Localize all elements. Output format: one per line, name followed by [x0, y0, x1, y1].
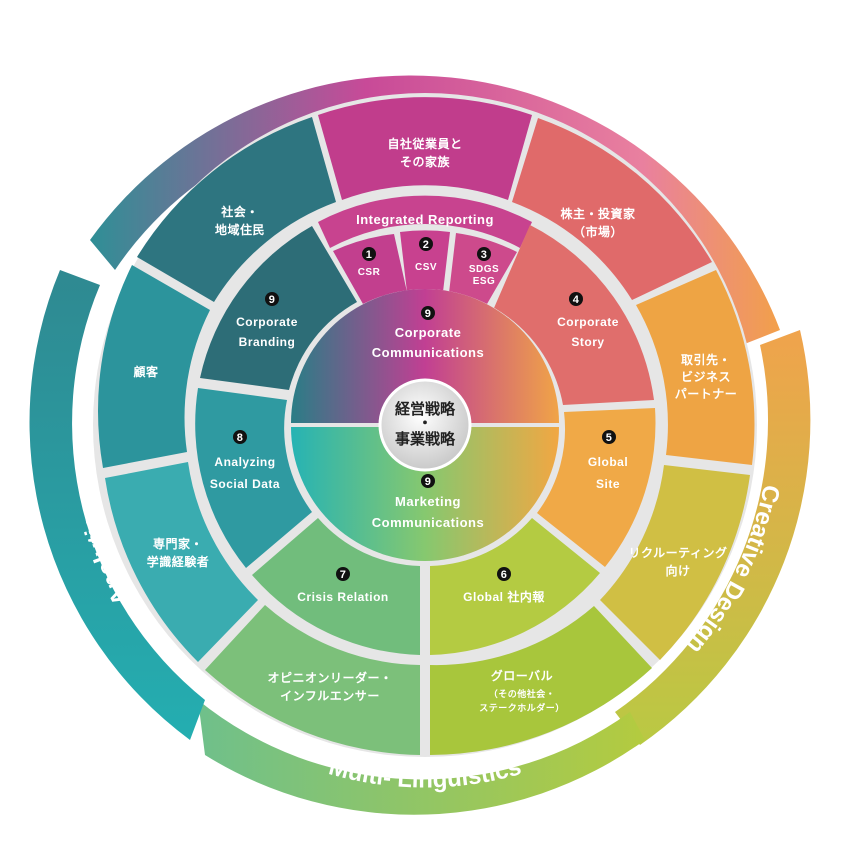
- badge-global-site-num: 5: [606, 432, 613, 444]
- segment-crisis-relation: [252, 518, 420, 655]
- label-crisis-relation: Crisis Relation: [297, 590, 389, 604]
- badge-social-data-num: 8: [237, 432, 244, 444]
- label-corporate-branding-2: Branding: [239, 335, 296, 349]
- service-labels: Integrated Reporting 1 CSR 2 CSV 3 SDGS …: [210, 212, 628, 604]
- communications-circle: [289, 289, 561, 561]
- label-global-site-1: Global: [588, 455, 628, 469]
- label-global-sub-2: ステークホルダー）: [479, 702, 565, 713]
- segment-experts: [105, 462, 258, 662]
- segment-integrated-reporting: [318, 195, 532, 248]
- badge-global-internal-num: 6: [501, 569, 508, 581]
- label-opinion-leaders-2: インフルエンサー: [280, 689, 380, 703]
- segment-corporate-communications: [291, 289, 559, 423]
- badge-corporate-branding: [265, 292, 279, 306]
- core-line-1: 経営戦略: [395, 400, 456, 418]
- segment-csr: [333, 234, 407, 304]
- badge-crisis-relation: [336, 567, 350, 581]
- label-opinion-leaders-1: オピニオンリーダー・: [267, 670, 392, 685]
- badge-corporate-story-num: 4: [573, 294, 580, 306]
- segment-global: [430, 606, 652, 755]
- label-partners-2: ビジネス: [681, 369, 731, 384]
- segment-marketing-communications: [291, 427, 559, 561]
- badge-marketing-comm-num: 9: [425, 476, 432, 488]
- label-employees-1: 自社従業員と: [387, 136, 462, 151]
- label-strategic-planning: Strategic Planning: [315, 10, 535, 55]
- label-sdgs-2: ESG: [473, 276, 496, 287]
- badge-corporate-comm: [421, 306, 435, 320]
- label-corporate-branding-1: Corporate: [236, 315, 298, 329]
- segment-global-site: [537, 408, 656, 567]
- label-social-data-2: Social Data: [210, 477, 280, 491]
- label-experts-2: 学識経験者: [147, 554, 210, 569]
- label-marketing-comm-2: Communications: [372, 515, 484, 530]
- badge-corporate-comm-num: 9: [425, 308, 432, 320]
- badge-global-internal: [497, 567, 511, 581]
- label-integrated-reporting: Integrated Reporting: [356, 212, 494, 227]
- core-circle: 経営戦略 ・ 事業戦略: [378, 378, 472, 472]
- segment-customers: [98, 265, 210, 468]
- badge-sdgs-num: 3: [481, 249, 488, 261]
- label-corporate-comm-2: Communications: [372, 345, 484, 360]
- communications-labels: 9 Corporate Communications 9 Marketing C…: [372, 306, 484, 530]
- segment-sdgs: [449, 233, 517, 304]
- label-experts-1: 専門家・: [153, 536, 203, 551]
- label-sdgs-1: SDGS: [469, 264, 499, 275]
- badge-crisis-relation-num: 7: [340, 569, 347, 581]
- badge-csr: [362, 247, 376, 261]
- segment-employees: [318, 97, 532, 200]
- label-csv: CSV: [415, 262, 437, 273]
- label-community-1: 社会・: [220, 204, 259, 219]
- badge-corporate-story: [569, 292, 583, 306]
- core-line-2: ・: [417, 414, 432, 432]
- label-community-2: 地域住民: [215, 222, 265, 237]
- label-recruiting-1: リクルーティング: [629, 545, 728, 560]
- segment-shareholders: [512, 118, 712, 300]
- label-corporate-story-2: Story: [571, 335, 604, 349]
- segment-recruiting: [600, 465, 750, 660]
- outer-arc-creative-design: [615, 330, 811, 745]
- badge-corporate-branding-num: 9: [269, 294, 276, 306]
- label-employees-2: その家族: [400, 154, 451, 169]
- label-partners-3: パートナー: [675, 387, 738, 401]
- outer-arc-multi-linguistics: [198, 700, 645, 815]
- outer-arc-analytics: [29, 270, 205, 740]
- segment-social-data: [195, 388, 312, 568]
- segment-csv: [400, 230, 450, 292]
- segment-partners: [636, 270, 755, 465]
- label-recruiting-2: 向け: [665, 563, 690, 578]
- label-shareholders-2: （市場）: [573, 224, 623, 239]
- label-corporate-comm-1: Corporate: [395, 325, 462, 340]
- label-csr: CSR: [358, 267, 381, 278]
- label-corporate-story-1: Corporate: [557, 315, 619, 329]
- badge-marketing-comm: [421, 474, 435, 488]
- label-shareholders-1: 株主・投資家: [560, 206, 636, 221]
- label-global-site-2: Site: [596, 477, 620, 491]
- label-global-internal: Global 社内報: [463, 589, 545, 604]
- segment-corporate-story: [494, 225, 654, 405]
- label-marketing-comm-1: Marketing: [395, 494, 461, 509]
- segment-community: [137, 117, 336, 302]
- stakeholder-labels: 自社従業員と その家族 株主・投資家 （市場） 取引先・ ビジネス パートナー …: [133, 136, 738, 713]
- segment-opinion-leaders: [205, 605, 420, 755]
- label-customers: 顧客: [133, 364, 159, 379]
- segment-global-internal: [430, 518, 600, 655]
- badge-social-data: [233, 430, 247, 444]
- badge-sdgs: [477, 247, 491, 261]
- label-global: グローバル: [491, 668, 553, 683]
- badge-csr-num: 1: [366, 249, 373, 261]
- badge-csv: [419, 237, 433, 251]
- badge-csv-num: 2: [423, 239, 430, 251]
- badge-global-site: [602, 430, 616, 444]
- label-global-sub-1: （その他社会・: [489, 688, 556, 699]
- label-partners-1: 取引先・: [681, 352, 731, 367]
- core-line-3: 事業戦略: [395, 430, 456, 448]
- segment-corporate-branding: [200, 226, 357, 390]
- label-social-data-1: Analyzing: [214, 455, 275, 469]
